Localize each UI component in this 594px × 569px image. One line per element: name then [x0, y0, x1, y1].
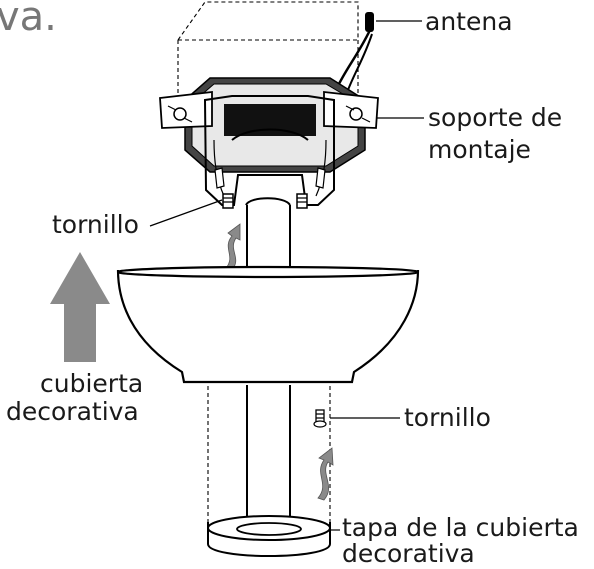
label-cover-line1: cubierta [40, 369, 143, 398]
antenna-wire [334, 12, 374, 91]
top-screw-left [222, 193, 234, 209]
bottom-screw [313, 409, 327, 428]
cover-cap [207, 515, 331, 557]
label-screw-top: tornillo [52, 210, 139, 239]
heading-fragment: va. [0, 0, 57, 40]
label-screw-bottom: tornillo [404, 403, 491, 432]
decorative-cover [116, 265, 420, 384]
label-bracket-line2: montaje [428, 135, 531, 164]
screw-top-leader [149, 199, 223, 227]
label-cap-line1: tapa de la cubierta [342, 513, 579, 542]
label-cover-line2: decorativa [6, 397, 139, 426]
mounting-bracket [159, 77, 379, 206]
cover-cap-outline [207, 386, 331, 522]
top-screw-right [296, 193, 308, 209]
label-bracket-line1: soporte de [428, 103, 562, 132]
ceiling-box-outline [177, 1, 359, 95]
curved-arrow-icon [225, 223, 241, 271]
label-antenna: antena [425, 7, 513, 36]
downrod [245, 197, 291, 540]
curved-arrow-icon-small [317, 447, 334, 501]
up-arrow-icon [50, 252, 110, 362]
label-cap-line2: decorativa [342, 539, 475, 568]
